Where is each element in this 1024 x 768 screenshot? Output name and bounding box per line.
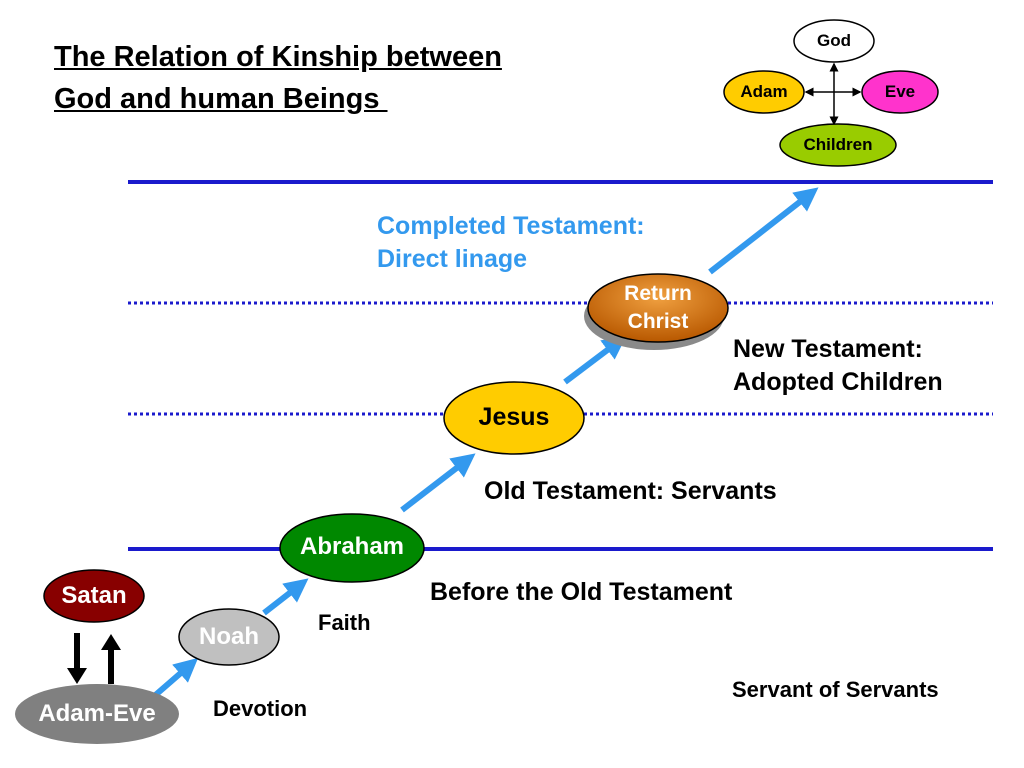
arrow-abraham-to-jesus — [400, 453, 476, 513]
return-christ-node — [587, 273, 729, 343]
noah-label: Noah — [199, 623, 259, 650]
adam-eve-label: Adam-Eve — [38, 700, 156, 727]
devotion-label: Devotion — [213, 696, 308, 721]
before-old-testament-label: Before the Old Testament — [430, 578, 733, 606]
servant-of-servants-label: Servant of Servants — [732, 677, 939, 702]
eve-node — [861, 70, 939, 114]
noah-node — [178, 608, 280, 666]
return-christ-label: Return Christ — [588, 280, 728, 336]
children-node — [779, 123, 897, 167]
page-title: The Relation of Kinship between God and … — [54, 36, 502, 120]
arrow-noah-to-abraham — [262, 578, 309, 616]
completed-testament-line-1: Completed Testament: — [377, 212, 645, 240]
completed-testament-label: Completed Testament: Direct linage — [377, 210, 645, 276]
arrow-satan-down-head — [67, 668, 87, 684]
title-line-1: The Relation of Kinship between — [54, 41, 502, 73]
satan-label: Satan — [61, 582, 127, 609]
new-testament-label: New Testament: Adopted Children — [733, 333, 943, 399]
new-testament-line-2: Adopted Children — [733, 368, 943, 396]
abraham-node — [279, 513, 425, 583]
return-christ-line-2: Christ — [627, 310, 689, 333]
old-testament-label: Old Testament: Servants — [484, 477, 777, 505]
arrow-return-to-top — [708, 187, 819, 275]
eve-label: Eve — [884, 82, 916, 101]
abraham-label: Abraham — [299, 533, 405, 560]
completed-testament-line-2: Direct linage — [377, 245, 528, 273]
god-label: God — [817, 31, 851, 50]
title-line-2: God and human Beings — [54, 83, 388, 115]
faith-label: Faith — [318, 610, 371, 635]
adam-label: Adam — [740, 82, 788, 101]
arrow-jesus-to-return — [563, 335, 627, 385]
arrow-adameve-to-noah — [150, 657, 199, 701]
children-label: Children — [803, 135, 873, 154]
new-testament-line-1: New Testament: — [733, 335, 923, 363]
jesus-label: Jesus — [478, 403, 550, 431]
arrow-satan-up-head — [101, 634, 121, 650]
god-node — [793, 19, 875, 63]
satan-node — [43, 569, 145, 623]
adam-node — [723, 70, 805, 114]
jesus-node — [443, 381, 585, 455]
adam-eve-node — [15, 684, 179, 744]
return-christ-line-1: Return — [624, 282, 692, 305]
